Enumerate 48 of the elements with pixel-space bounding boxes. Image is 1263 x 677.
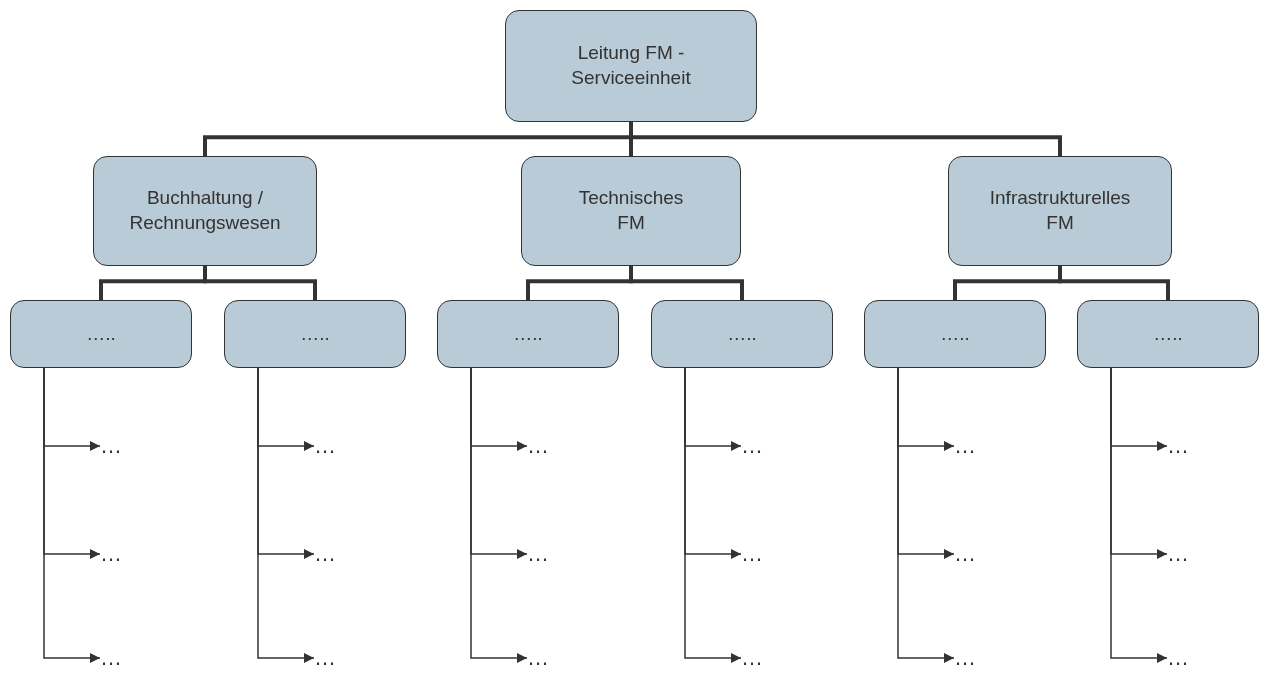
item-text: … [100,431,122,460]
connector-line [629,266,744,300]
item-text: … [527,643,549,672]
item-text: … [100,643,122,672]
connector-line [1058,266,1170,300]
arrow [470,367,528,663]
org-box [224,300,406,368]
arrow [257,367,315,663]
item-text: … [527,431,549,460]
item-text: … [1167,643,1189,672]
box-label: Leitung FM -Serviceeinheit [570,41,692,90]
box-label: ….. [86,321,116,346]
connector-line [629,122,1062,156]
item-text: … [954,643,976,672]
box-label: Technisches FM [577,186,685,235]
connector-line [203,266,317,300]
org-box [651,300,833,368]
org-box [1077,300,1259,368]
item-text: … [1167,539,1189,568]
item-text: … [100,539,122,568]
box-label: ….. [300,321,330,346]
arrow [897,367,955,663]
box-label: Buchhaltung / Rechnungswesen [128,186,282,235]
org-box [93,156,317,266]
box-label: ….. [940,321,970,346]
org-box [864,300,1046,368]
org-box [948,156,1172,266]
item-text: … [314,539,336,568]
org-box [437,300,619,368]
box-label: ….. [727,321,757,346]
arrow [1110,367,1168,663]
item-text: … [314,643,336,672]
org-box [10,300,192,368]
item-text: … [741,539,763,568]
arrow [43,367,101,663]
arrow [684,367,742,663]
item-text: … [1167,431,1189,460]
org-box [521,156,741,266]
org-box [505,10,757,122]
item-text: … [741,643,763,672]
item-text: … [741,431,763,460]
item-text: … [954,539,976,568]
item-text: … [527,539,549,568]
box-label: ….. [513,321,543,346]
item-text: … [314,431,336,460]
box-label: Infrastrukturelles FM [988,186,1132,235]
item-text: … [954,431,976,460]
box-label: ….. [1153,321,1183,346]
